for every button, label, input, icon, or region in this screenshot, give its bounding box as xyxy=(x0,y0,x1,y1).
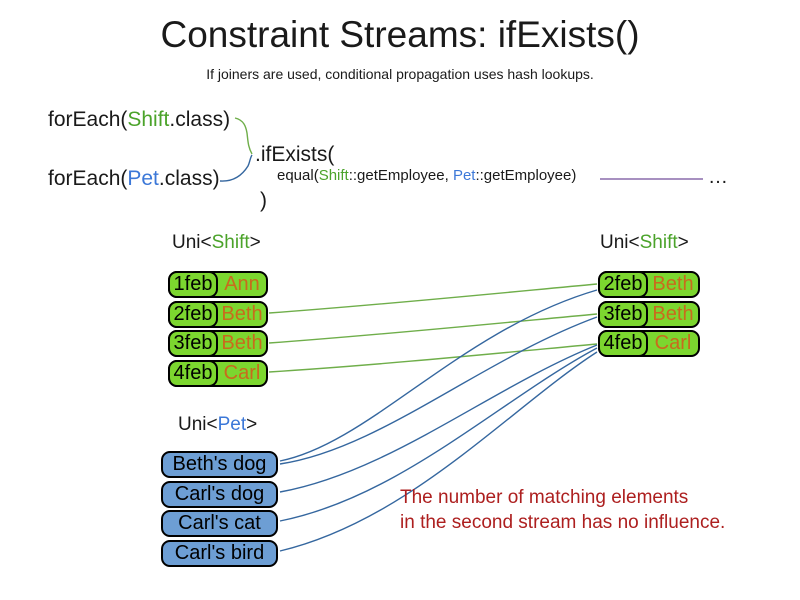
code-close-paren: ) xyxy=(260,189,267,212)
shift-date-cell: 4feb xyxy=(168,359,218,387)
shift-row: 3feb Beth xyxy=(598,300,700,328)
shift-row: 3feb Beth xyxy=(168,330,268,357)
page-subtitle: If joiners are used, conditional propaga… xyxy=(206,66,594,82)
code-text: equal( xyxy=(277,167,319,184)
label-text: > xyxy=(246,414,258,435)
shift-row: 2feb Beth xyxy=(598,271,700,298)
shift-row: 4feb Carl xyxy=(168,359,268,387)
label-text: > xyxy=(249,232,261,253)
shift-name-cell: Carl xyxy=(654,332,692,354)
code-text: forEach( xyxy=(48,167,128,190)
shift-row: 1feb Ann xyxy=(168,271,268,298)
shift-name-cell: Beth xyxy=(221,332,263,354)
shift-date-cell: 4feb xyxy=(598,330,648,357)
code-foreach-shift: forEach(Shift.class) xyxy=(48,108,230,132)
pet-table: Beth's dog Carl's dog Carl's cat Carl's … xyxy=(161,451,278,567)
ellipsis-text: … xyxy=(708,166,728,188)
note-text: The number of matching elements in the s… xyxy=(400,485,725,535)
code-text: forEach( xyxy=(48,108,128,131)
match-line-green-2feb xyxy=(268,283,598,314)
shift-row: 4feb Carl xyxy=(598,330,700,357)
match-line-green-4feb xyxy=(268,343,598,373)
left-shift-table: 1feb Ann 2feb Beth 3feb Beth 4feb Carl xyxy=(168,271,268,387)
label-text: > xyxy=(677,232,689,253)
code-pet-class: Pet xyxy=(127,167,159,190)
code-text: .class) xyxy=(169,108,231,131)
shift-date-cell: 3feb xyxy=(598,300,648,328)
brace-shift-line xyxy=(234,117,253,155)
shift-name-cell: Ann xyxy=(224,273,260,295)
right-shift-table-label: Uni<Shift> xyxy=(600,232,689,254)
right-shift-table: 2feb Beth 3feb Beth 4feb Carl xyxy=(598,271,700,357)
note-line-1: The number of matching elements xyxy=(400,487,689,508)
shift-date-cell: 1feb xyxy=(168,271,218,298)
code-equal-joiner: equal(Shift::getEmployee, Pet::getEmploy… xyxy=(277,167,576,184)
code-shift-ref: Shift xyxy=(318,167,349,184)
note-line-2: in the second stream has no influence. xyxy=(400,512,726,533)
label-text: Uni< xyxy=(172,232,212,253)
shift-name-cell: Beth xyxy=(221,302,263,325)
match-line-bethsdog-2feb xyxy=(279,289,598,462)
match-line-bethsdog-3feb xyxy=(279,316,598,465)
code-text: .class) xyxy=(158,167,220,190)
code-text: ::getEmployee) xyxy=(475,167,577,184)
shift-name-cell: Beth xyxy=(652,273,694,295)
code-foreach-pet: forEach(Pet.class) xyxy=(48,167,220,191)
shift-date-cell: 3feb xyxy=(168,330,218,357)
label-text: Uni< xyxy=(600,232,640,253)
label-text: Uni< xyxy=(178,414,218,435)
pet-row: Carl's bird xyxy=(161,539,278,567)
label-shift-class: Shift xyxy=(639,232,678,253)
shift-name-cell: Carl xyxy=(223,361,261,384)
pet-row: Carl's dog xyxy=(161,480,278,508)
left-shift-table-label: Uni<Shift> xyxy=(172,232,261,254)
code-pet-ref: Pet xyxy=(452,167,476,184)
label-shift-class: Shift xyxy=(211,232,250,253)
code-shift-class: Shift xyxy=(127,108,170,131)
pet-row: Carl's cat xyxy=(161,510,278,537)
shift-date-cell: 2feb xyxy=(598,271,648,298)
shift-row: 2feb Beth xyxy=(168,300,268,328)
pet-row: Beth's dog xyxy=(161,451,278,478)
code-ifexists: .ifExists( xyxy=(255,143,335,166)
match-line-carlsdog-4feb xyxy=(279,344,598,493)
shift-name-cell: Beth xyxy=(652,302,694,325)
label-pet-class: Pet xyxy=(217,414,247,435)
match-line-green-3feb xyxy=(268,313,598,344)
brace-pet-line xyxy=(219,154,253,182)
page-title: Constraint Streams: ifExists() xyxy=(160,14,640,55)
pet-table-label: Uni<Pet> xyxy=(178,414,257,436)
shift-date-cell: 2feb xyxy=(168,300,218,328)
code-text: ::getEmployee, xyxy=(348,167,453,184)
